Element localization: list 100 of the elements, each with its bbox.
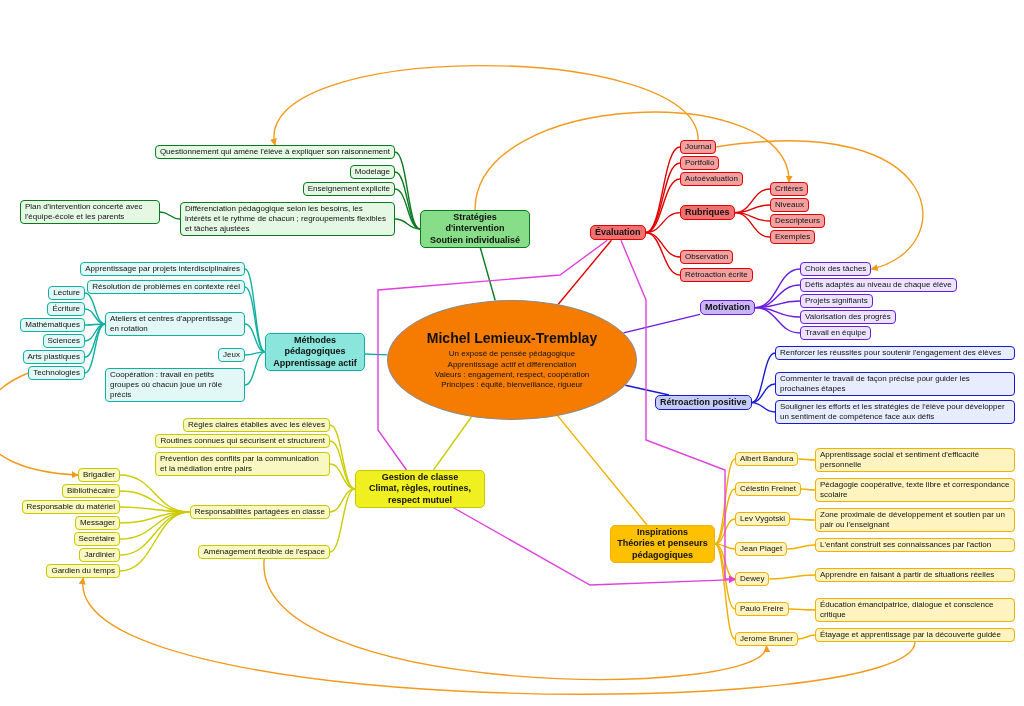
subtopic-box xyxy=(775,400,1015,424)
topic-text: Éducation émancipatrice, dialogue et conscience critique xyxy=(820,600,995,620)
subtopic-box xyxy=(218,348,245,362)
topic-text: Gardien du temps xyxy=(51,566,115,576)
branch-topic-box xyxy=(420,210,530,248)
subtopic-box xyxy=(20,318,85,332)
subtopic-box xyxy=(189,505,330,519)
subtopic-box xyxy=(775,346,1015,360)
subtopic-box xyxy=(815,598,1015,622)
topic-text: Questionnement qui amène l'élève à expliquer son raisonnement xyxy=(159,147,390,157)
topic-text: Coopération : travail en petits groupes où chacun joue un rôle précis xyxy=(110,370,224,400)
link-line xyxy=(377,239,609,471)
branch-connector xyxy=(432,416,473,471)
branch-topic-box xyxy=(610,525,715,563)
topic-text: Rétroaction écrite xyxy=(685,270,748,280)
topic-text: Plan d'intervention concerté avec l'équipe-école et les parents xyxy=(25,202,144,222)
cross-link-arrow xyxy=(0,372,79,478)
topic-text: Résolution de problèmes en contexte réel xyxy=(92,282,240,292)
topic-text: Lecture xyxy=(53,288,80,298)
subtopic-box xyxy=(74,516,120,530)
topic-text: Portfolio xyxy=(685,158,715,168)
subtopic-box xyxy=(302,182,395,196)
cross-link-arrow xyxy=(715,140,924,271)
branch-topic-box xyxy=(680,205,735,221)
subtopic-box xyxy=(349,165,395,179)
branch-connector xyxy=(768,574,816,580)
topic-subtext: Apprentissage actif xyxy=(272,357,358,369)
topic-text: Secrétaire xyxy=(78,534,115,544)
topic-text: Sciences xyxy=(47,336,80,346)
branch-connector xyxy=(750,352,776,404)
topic-text: Prévention des conflits par la communication et la médiation entre pairs xyxy=(160,454,320,474)
branch-connector xyxy=(714,543,736,640)
subtopic-box xyxy=(47,302,85,316)
topic-text: Défis adaptés au niveau de chaque élève xyxy=(805,280,952,290)
branch-connector xyxy=(394,218,421,230)
topic-text: Jerome Bruner xyxy=(740,634,793,644)
central-subtitle: Valeurs : engagement, respect, coopération xyxy=(434,370,590,381)
branch-connector xyxy=(714,488,736,545)
subtopic-box xyxy=(815,478,1015,502)
subtopic-box xyxy=(735,602,789,616)
topic-text: Albert Bandura xyxy=(740,454,794,464)
subtopic-box xyxy=(770,182,808,196)
topic-text: Observation xyxy=(685,252,729,262)
topic-text: Règles claires établies avec les élèves xyxy=(188,420,325,430)
subtopic-box xyxy=(155,452,330,476)
topic-text: Rubriques xyxy=(685,207,730,219)
branch-topic-box xyxy=(590,225,646,241)
topic-text: Exemples xyxy=(775,232,811,242)
topic-text: Zone proximale de développement et soutien par un pair ou l'enseignant xyxy=(820,510,1006,530)
subtopic-box xyxy=(800,294,873,308)
subtopic-box xyxy=(105,312,245,336)
topic-text: Jeux xyxy=(223,350,240,360)
topic-subtext: Théories et penseurs pédagogiques xyxy=(616,538,709,561)
subtopic-box xyxy=(735,512,791,526)
topic-text: Stratégies d'intervention xyxy=(444,212,506,235)
subtopic-box xyxy=(80,262,245,276)
branch-connector xyxy=(786,544,816,550)
topic-text: Célestin Freinet xyxy=(740,484,797,494)
topic-text: Modelage xyxy=(354,167,390,177)
subtopic-box xyxy=(73,532,120,546)
subtopic-box xyxy=(105,368,245,402)
branch-connector xyxy=(84,292,106,325)
branch-connector xyxy=(714,458,736,545)
cross-link-arrow xyxy=(272,64,699,146)
subtopic-box xyxy=(775,372,1015,396)
subtopic-box xyxy=(735,542,788,556)
branch-connector xyxy=(800,488,816,491)
topic-text: Pédagogie coopérative, texte libre et correspondance scolaire xyxy=(820,480,1010,500)
subtopic-box xyxy=(815,628,1015,642)
topic-text: Évaluation xyxy=(595,227,641,239)
subtopic-box xyxy=(680,156,720,170)
topic-text: Bibliothécaire xyxy=(66,486,115,496)
topic-text: Autoévaluation xyxy=(685,174,738,184)
subtopic-box xyxy=(22,350,85,364)
subtopic-box xyxy=(735,452,799,466)
topic-text: Ateliers et centres d'apprentissage en rotation xyxy=(110,314,234,334)
topic-text: Journal xyxy=(685,142,712,152)
subtopic-box xyxy=(815,508,1015,532)
branch-connector xyxy=(394,188,421,230)
topic-text: Apprentissage social et sentiment d'efficacité personnelle xyxy=(820,450,981,470)
subtopic-box xyxy=(735,572,770,586)
branch-connector xyxy=(797,458,816,461)
subtopic-box xyxy=(180,202,395,236)
topic-text: Technologies xyxy=(33,368,80,378)
branch-connector xyxy=(244,351,266,386)
topic-text: Critères xyxy=(775,184,803,194)
branch-connector xyxy=(329,488,356,513)
branch-connector xyxy=(159,211,181,220)
subtopic-box xyxy=(680,140,717,154)
topic-text: Différenciation pédagogique selon les besoins, les intérêts et le rythme de chacun ; regroupements flexibles et tâches ajustées xyxy=(185,204,387,234)
branch-connector xyxy=(557,415,648,526)
topic-text: Jardinier xyxy=(84,550,115,560)
subtopic-box xyxy=(183,418,330,432)
topic-text: Dewey xyxy=(740,574,765,584)
topic-subtext: Climat, règles, routines, respect mutuel xyxy=(368,483,472,506)
topic-text: Routines connues qui sécurisent et structurent xyxy=(160,436,325,446)
topic-text: Projets signifiants xyxy=(805,296,868,306)
topic-text: Responsable du matériel xyxy=(26,502,115,512)
branch-connector xyxy=(244,323,266,353)
subtopic-box xyxy=(680,268,753,282)
